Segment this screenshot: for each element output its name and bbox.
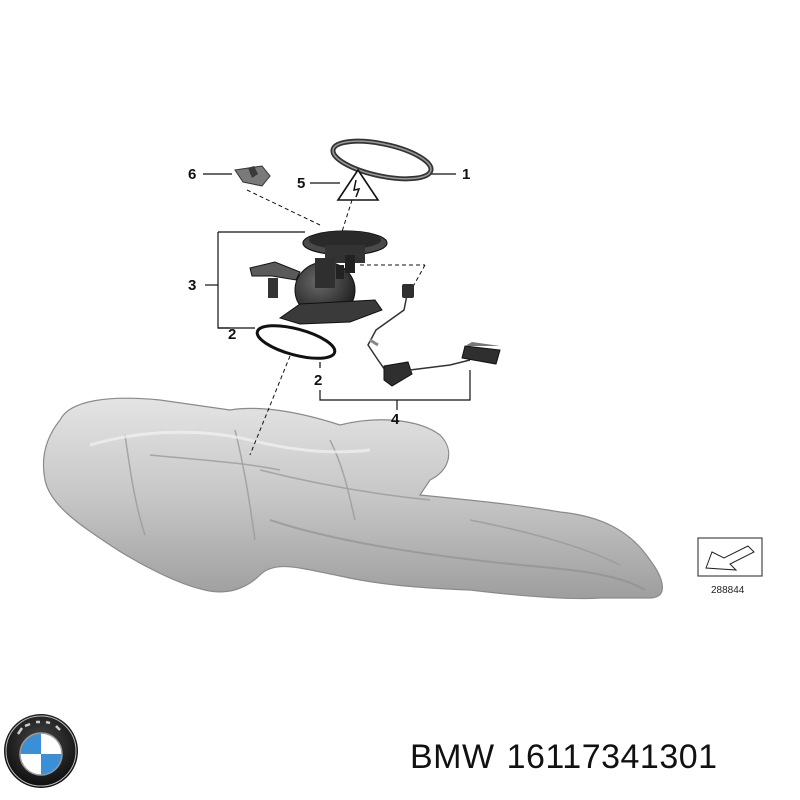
electrical-hazard-triangle-icon bbox=[336, 168, 380, 201]
dashed-guides bbox=[246, 189, 426, 456]
callout-5: 5 bbox=[297, 175, 305, 192]
leader-lines bbox=[203, 173, 471, 410]
callout-6: 6 bbox=[188, 166, 196, 183]
bmw-roundel-logo bbox=[4, 714, 78, 788]
callout-labels: 1 5 6 3 2 2 4 bbox=[188, 166, 470, 428]
part-1-sealing-ring bbox=[330, 138, 434, 182]
part-2-o-ring bbox=[255, 324, 337, 360]
part-number: 16117341301 bbox=[506, 738, 718, 776]
reference-number: 288844 bbox=[711, 585, 745, 596]
part-4-level-sensor bbox=[367, 284, 501, 387]
fuel-tank bbox=[42, 397, 663, 600]
callout-2a: 2 bbox=[228, 326, 236, 343]
callout-4: 4 bbox=[391, 411, 400, 428]
brand-name: BMW bbox=[410, 738, 495, 776]
part-3-fuel-pump-unit bbox=[249, 230, 388, 325]
part-6-bracket bbox=[234, 165, 271, 187]
part-caption: BMW 16117341301 bbox=[410, 738, 730, 777]
callout-3: 3 bbox=[188, 277, 196, 294]
reference-box: 288844 bbox=[697, 537, 763, 596]
callout-2b: 2 bbox=[314, 372, 322, 389]
callout-1: 1 bbox=[462, 166, 470, 183]
